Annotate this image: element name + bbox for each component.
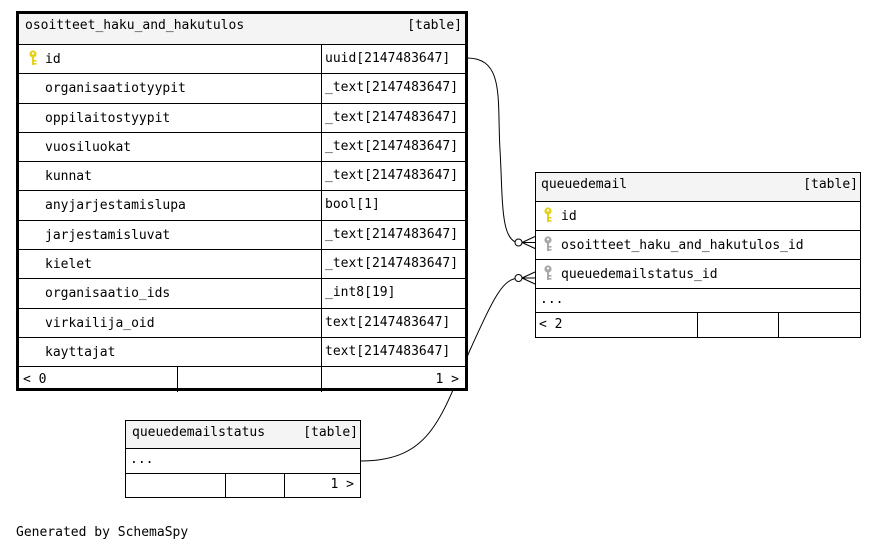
column-row-vuosiluokat[interactable]: vuosiluokat _text[2147483647] xyxy=(19,132,465,163)
parents-count[interactable]: < 0 xyxy=(23,372,47,388)
column-type: _text[2147483647] xyxy=(321,220,465,250)
column-type: bool[1] xyxy=(321,191,465,220)
edge-main-to-queuedemail xyxy=(466,57,521,244)
column-type: uuid[2147483647] xyxy=(321,45,465,74)
footer-cell xyxy=(225,474,284,497)
column-name: jarjestamisluvat xyxy=(45,227,171,243)
crowfoot-marker-2 xyxy=(514,271,536,285)
column-name: vuosiluokat xyxy=(45,139,132,155)
column-type: _text[2147483647] xyxy=(321,103,465,132)
footer-cell xyxy=(697,313,778,337)
column-type: _text[2147483647] xyxy=(321,250,465,279)
table-queuedemailstatus[interactable]: queuedemailstatus [table] ... 1 > xyxy=(125,420,361,498)
table-header: queuedemail [table] xyxy=(536,173,860,202)
column-row-kunnat[interactable]: kunnat _text[2147483647] xyxy=(19,162,465,192)
column-name: anyjarjestamislupa xyxy=(45,198,186,214)
column-row-organisaatio-ids[interactable]: organisaatio_ids _int8[19] xyxy=(19,279,465,309)
footer-cell: 1 > xyxy=(321,367,465,393)
column-row-id[interactable]: id xyxy=(536,202,860,231)
column-name: queuedemailstatus_id xyxy=(561,267,718,282)
column-name: organisaatiotyypit xyxy=(45,81,186,97)
children-count[interactable]: 1 > xyxy=(330,477,354,492)
foreign-key-icon xyxy=(543,236,553,252)
column-row-oppilaitostyypit[interactable]: oppilaitostyypit _text[2147483647] xyxy=(19,103,465,133)
column-name: id xyxy=(45,52,61,67)
parents-count[interactable]: < 2 xyxy=(539,317,563,332)
ellipsis-text: ... xyxy=(540,292,564,307)
column-type: _int8[19] xyxy=(321,279,465,308)
column-name: kayttajat xyxy=(45,344,116,360)
column-row-anyjarjestamislupa[interactable]: anyjarjestamislupa bool[1] xyxy=(19,191,465,221)
column-row-osoitteet-haku-and-hakutulos-id[interactable]: osoitteet_haku_and_hakutulos_id xyxy=(536,231,860,260)
column-row-kielet[interactable]: kielet _text[2147483647] xyxy=(19,250,465,280)
column-row-queuedemailstatus-id[interactable]: queuedemailstatus_id xyxy=(536,260,860,289)
footer-cell xyxy=(177,367,321,393)
column-row-virkailija-oid[interactable]: virkailija_oid text[2147483647] xyxy=(19,308,465,338)
table-osoitteet-haku-and-hakutulos[interactable]: osoitteet_haku_and_hakutulos [table] id u… xyxy=(16,11,468,393)
column-list: id uuid[2147483647] organisaatiotyypit _tex… xyxy=(19,45,465,368)
footer-cell xyxy=(778,313,860,337)
generated-by-credit: Generated by SchemaSpy xyxy=(16,525,189,540)
footer-cell: 1 > xyxy=(284,474,360,497)
table-footer: 1 > xyxy=(126,474,360,497)
column-name: virkailija_oid xyxy=(45,315,155,331)
table-footer: < 2 xyxy=(536,313,860,337)
ellipsis-text: ... xyxy=(130,452,154,467)
table-queuedemail[interactable]: queuedemail [table] id osoitteet_haku_and… xyxy=(535,172,861,338)
primary-key-icon xyxy=(28,50,38,66)
column-name: organisaatio_ids xyxy=(45,286,171,302)
table-type: [table] xyxy=(407,18,462,33)
column-row-organisaatiotyypit[interactable]: organisaatiotyypit _text[2147483647] xyxy=(19,74,465,104)
column-row-jarjestamisluvat[interactable]: jarjestamisluvat _text[2147483647] xyxy=(19,220,465,251)
column-type: _text[2147483647] xyxy=(321,162,465,191)
table-name: queuedemail xyxy=(541,177,628,192)
crowfoot-marker-1 xyxy=(514,236,536,249)
column-type: _text[2147483647] xyxy=(321,132,465,162)
more-columns: ... xyxy=(536,289,860,313)
column-type: text[2147483647] xyxy=(321,308,465,337)
table-type: [table] xyxy=(803,177,858,192)
table-header: osoitteet_haku_and_hakutulos [table] xyxy=(19,14,465,45)
table-type: [table] xyxy=(303,425,358,440)
table-name: osoitteet_haku_and_hakutulos xyxy=(25,18,245,33)
column-name: osoitteet_haku_and_hakutulos_id xyxy=(561,238,804,253)
table-name: queuedemailstatus xyxy=(132,425,266,440)
more-columns: ... xyxy=(126,449,360,474)
primary-key-icon xyxy=(543,207,553,223)
foreign-key-icon xyxy=(543,265,553,281)
column-type: _text[2147483647] xyxy=(321,74,465,103)
column-row-kayttajat[interactable]: kayttajat text[2147483647] xyxy=(19,337,465,368)
column-row-id[interactable]: id uuid[2147483647] xyxy=(19,45,465,75)
table-header: queuedemailstatus [table] xyxy=(126,421,360,449)
column-name: kielet xyxy=(45,257,92,273)
column-type: text[2147483647] xyxy=(321,337,465,367)
table-footer: < 0 1 > xyxy=(19,367,465,393)
children-count[interactable]: 1 > xyxy=(435,372,459,388)
column-name: kunnat xyxy=(45,169,92,185)
column-name: id xyxy=(561,209,577,224)
column-name: oppilaitostyypit xyxy=(45,110,171,126)
